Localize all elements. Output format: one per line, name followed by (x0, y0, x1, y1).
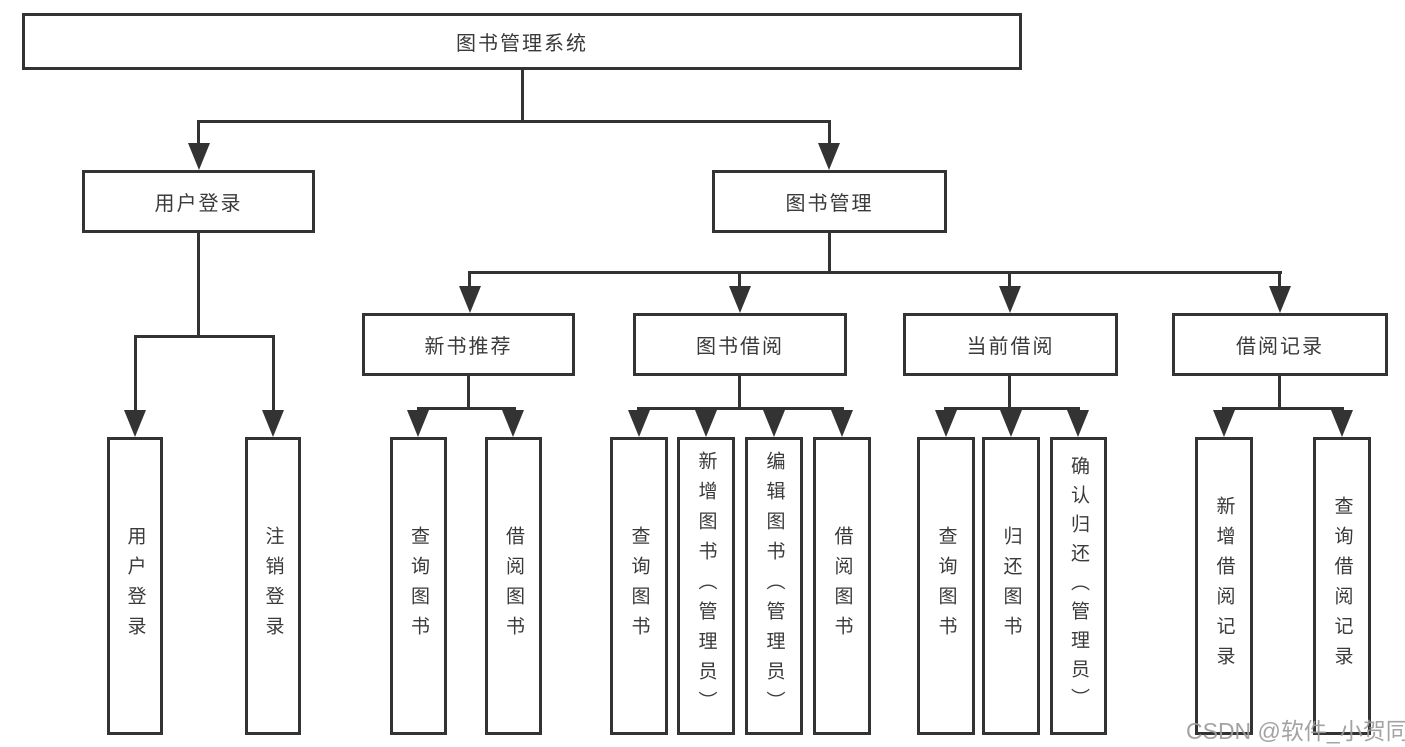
edge-new-book-stem (467, 376, 470, 410)
arrowhead-down-icon (1331, 410, 1353, 437)
arrowhead-down-icon (1269, 286, 1291, 313)
edge-drop-book-mgmt (828, 120, 831, 145)
node-book-mgmt: 图书管理 (712, 170, 947, 233)
csdn-watermark: CSDN @软件_小贺同学 (1186, 718, 1405, 744)
node-current-borrow-label: 当前借阅 (966, 336, 1055, 358)
edge-drop-user-login (197, 120, 200, 145)
leaf-bb-edit-books-admin-label: 编辑图书（管理员） (763, 451, 785, 721)
edge-root-stem (521, 70, 524, 122)
node-book-borrow: 图书借阅 (633, 313, 847, 376)
edge-borrow-records-split (1222, 407, 1344, 410)
leaf-bb-query-books: 查询图书 (610, 437, 668, 735)
leaf-cb-return-books-label: 归还图书 (1000, 526, 1022, 646)
arrowhead-down-icon (188, 143, 210, 170)
arrowhead-down-icon (763, 410, 785, 437)
leaf-bb-borrow-books: 借阅图书 (813, 437, 871, 735)
edge-book-mgmt-stem (828, 233, 831, 274)
edge-drop-leaf-login (134, 335, 137, 411)
arrowhead-down-icon (935, 410, 957, 437)
leaf-br-query-record-label: 查询借阅记录 (1331, 496, 1353, 676)
leaf-nbr-query-books-label: 查询图书 (408, 526, 429, 646)
node-current-borrow: 当前借阅 (903, 313, 1118, 376)
leaf-cb-confirm-return-admin: 确认归还（管理员） (1050, 437, 1107, 735)
edge-user-login-split (134, 335, 275, 338)
edge-borrow-records-stem (1278, 376, 1281, 410)
arrowhead-down-icon (999, 286, 1021, 313)
leaf-br-query-record: 查询借阅记录 (1313, 437, 1371, 735)
arrowhead-down-icon (1000, 410, 1022, 437)
arrowhead-down-icon (262, 410, 284, 437)
edge-drop-new-book (468, 271, 471, 288)
arrowhead-down-icon (818, 143, 840, 170)
arrowhead-down-icon (831, 410, 853, 437)
node-user-login: 用户登录 (82, 170, 315, 233)
arrowhead-down-icon (729, 286, 751, 313)
arrowhead-down-icon (502, 410, 524, 437)
leaf-user-login: 用户登录 (107, 437, 163, 735)
edge-current-borrow-stem (1008, 376, 1011, 410)
node-borrow-records-label: 借阅记录 (1236, 336, 1324, 358)
node-book-borrow-label: 图书借阅 (696, 336, 784, 358)
leaf-nbr-borrow-books: 借阅图书 (485, 437, 542, 735)
edge-root-split (197, 120, 831, 123)
edge-drop-borrow-records (1278, 271, 1281, 288)
arrowhead-down-icon (407, 410, 429, 437)
leaf-cb-confirm-return-admin-label: 确认归还（管理员） (1068, 455, 1089, 717)
leaf-bb-add-books-admin: 新增图书（管理员） (677, 437, 735, 735)
node-new-book-rec-label: 新书推荐 (424, 336, 513, 358)
arrowhead-down-icon (459, 286, 481, 313)
leaf-nbr-query-books: 查询图书 (390, 437, 447, 735)
node-borrow-records: 借阅记录 (1172, 313, 1388, 376)
arrowhead-down-icon (1213, 410, 1235, 437)
arrowhead-down-icon (1067, 410, 1089, 437)
leaf-br-add-record-label: 新增借阅记录 (1213, 496, 1235, 676)
leaf-cb-return-books: 归还图书 (982, 437, 1040, 735)
edge-drop-current-borrow (1008, 271, 1011, 288)
edge-book-mgmt-split (468, 271, 1282, 274)
leaf-bb-query-books-label: 查询图书 (628, 526, 650, 646)
node-user-login-label: 用户登录 (154, 193, 243, 215)
leaf-bb-borrow-books-label: 借阅图书 (831, 526, 853, 646)
leaf-cb-query-books-label: 查询图书 (935, 526, 957, 646)
node-root-label: 图书管理系统 (456, 33, 588, 55)
arrowhead-down-icon (628, 410, 650, 437)
edge-book-borrow-stem (738, 376, 741, 410)
edge-drop-leaf-logout (272, 335, 275, 411)
edge-drop-book-borrow (738, 271, 741, 288)
leaf-logout-label: 注销登录 (262, 526, 284, 646)
leaf-nbr-borrow-books-label: 借阅图书 (503, 526, 524, 646)
leaf-cb-query-books: 查询图书 (917, 437, 975, 735)
leaf-bb-edit-books-admin: 编辑图书（管理员） (745, 437, 803, 735)
node-root: 图书管理系统 (22, 13, 1022, 70)
leaf-user-login-label: 用户登录 (124, 526, 146, 646)
edge-current-borrow-split (944, 407, 1080, 410)
arrowhead-down-icon (695, 410, 717, 437)
edge-book-borrow-split (637, 407, 844, 410)
arrowhead-down-icon (124, 410, 146, 437)
edge-user-login-stem (197, 233, 200, 338)
edge-new-book-split (417, 407, 516, 410)
leaf-br-add-record: 新增借阅记录 (1195, 437, 1253, 735)
leaf-bb-add-books-admin-label: 新增图书（管理员） (695, 451, 717, 721)
leaf-logout: 注销登录 (245, 437, 301, 735)
node-book-mgmt-label: 图书管理 (785, 193, 874, 215)
node-new-book-rec: 新书推荐 (362, 313, 575, 376)
